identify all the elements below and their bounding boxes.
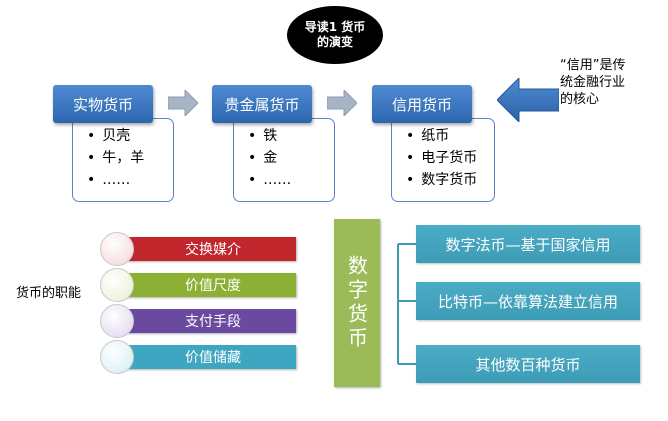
- list-item: 牛，羊: [87, 147, 173, 169]
- left-arrow-icon: [497, 78, 559, 122]
- header-credit-money: 信用货币: [372, 85, 472, 123]
- list-item: 电子货币: [406, 147, 494, 169]
- digital-item: 其他数百种货币: [416, 345, 640, 383]
- list-item: ……: [248, 169, 334, 191]
- list-item: 数字货币: [406, 169, 494, 191]
- functions-label: 货币的职能: [16, 286, 82, 301]
- header-material-money: 实物货币: [53, 85, 153, 123]
- list-item: 金: [248, 147, 334, 169]
- circle-icon: [100, 304, 134, 338]
- function-bar: 支付手段: [118, 309, 296, 333]
- circle-icon: [100, 232, 134, 266]
- function-name: 支付手段: [185, 314, 241, 330]
- right-arrow-icon: [168, 90, 198, 116]
- function-name: 价值储藏: [185, 350, 241, 366]
- title-ellipse: 导读1 货币的演变: [287, 6, 383, 64]
- header-metal-money: 贵金属货币: [212, 85, 312, 123]
- digital-item: 比特币—依靠算法建立信用: [416, 282, 640, 320]
- digital-currency-box: 数字货币: [334, 219, 380, 387]
- title-text: 导读1 货币的演变: [304, 20, 366, 49]
- function-bar: 价值储藏: [118, 345, 296, 369]
- digital-item: 数字法币—基于国家信用: [416, 225, 640, 263]
- function-name: 价值尺度: [185, 278, 241, 294]
- credit-note: “信用”是传统金融行业的核心: [560, 58, 626, 107]
- sub-credit-money: 纸币 电子货币 数字货币: [391, 118, 495, 202]
- function-bar: 价值尺度: [118, 273, 296, 297]
- list-item: 纸币: [406, 125, 494, 147]
- list-item: 铁: [248, 125, 334, 147]
- sub-material-money: 贝壳 牛，羊 ……: [72, 118, 174, 202]
- circle-icon: [100, 340, 134, 374]
- right-arrow-icon: [327, 90, 357, 116]
- list-item: 贝壳: [87, 125, 173, 147]
- function-name: 交换媒介: [185, 242, 241, 258]
- function-bar: 交换媒介: [118, 237, 296, 261]
- sub-metal-money: 铁 金 ……: [233, 118, 335, 202]
- circle-icon: [100, 268, 134, 302]
- list-item: ……: [87, 169, 173, 191]
- bracket-connector: [397, 243, 416, 365]
